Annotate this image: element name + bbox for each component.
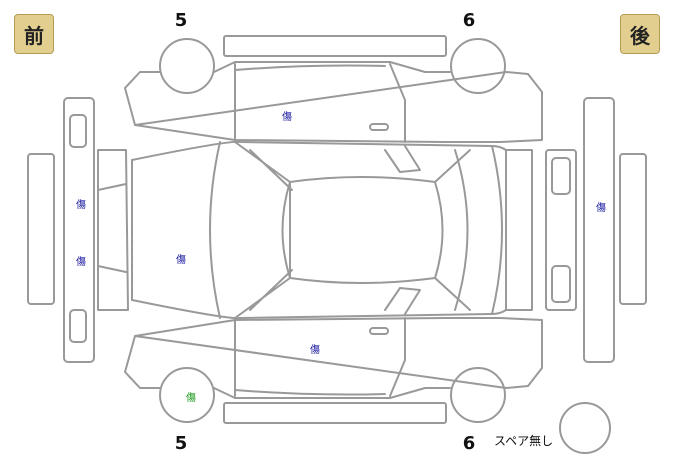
- wheel-top-right: [450, 38, 506, 94]
- top-side-profile: [124, 61, 543, 143]
- bottom-skirt: [223, 402, 447, 424]
- rear-bumper: [583, 97, 615, 363]
- rear-light-bottom: [551, 265, 571, 303]
- wheel-number-top-left: 5: [174, 10, 188, 31]
- hood: [131, 141, 221, 319]
- damage-mark-hood: 傷: [176, 255, 186, 266]
- wheel-top-left: [159, 38, 215, 94]
- damage-mark-bottom-door: 傷: [310, 345, 320, 356]
- damage-mark-front-bumper-lower: 傷: [76, 257, 86, 268]
- rear-badge: 後: [620, 14, 660, 54]
- rear-window: [434, 149, 471, 311]
- roof: [281, 176, 444, 284]
- bottom-door-lines: [234, 317, 406, 397]
- trunk: [491, 145, 507, 315]
- spare-label: スペア無し: [494, 434, 554, 448]
- front-bumper-outer: [27, 153, 55, 305]
- windshield: [234, 141, 293, 319]
- bottom-door-handle: [369, 327, 389, 335]
- top-door-lines: [234, 63, 406, 143]
- top-skirt: [223, 35, 447, 57]
- damage-mark-rear-bumper: 傷: [596, 203, 606, 214]
- spare-tire: [559, 402, 611, 454]
- wheel-bottom-right: [450, 367, 506, 423]
- rear-light-top: [551, 157, 571, 195]
- wheel-number-top-right: 6: [462, 10, 476, 31]
- top-view-outline: [131, 140, 533, 320]
- mirror-bottom: [384, 287, 421, 315]
- wheel-bottom-left: [159, 367, 215, 423]
- damage-mark-front-left-wheel: 傷: [186, 393, 196, 404]
- bottom-side-profile: [124, 317, 543, 399]
- front-badge: 前: [14, 14, 54, 54]
- damage-mark-top-door: 傷: [282, 112, 292, 123]
- rear-panel: [545, 149, 577, 311]
- front-grille: [97, 149, 129, 311]
- wheel-number-bottom-right: 6: [462, 433, 476, 454]
- front-light-bottom: [69, 309, 87, 343]
- mirror-top: [384, 145, 421, 173]
- wheel-number-bottom-left: 5: [174, 433, 188, 454]
- front-bumper: [63, 97, 95, 363]
- rear-bumper-outer: [619, 153, 647, 305]
- top-door-handle: [369, 123, 389, 131]
- front-light-top: [69, 114, 87, 148]
- damage-mark-front-bumper-upper: 傷: [76, 200, 86, 211]
